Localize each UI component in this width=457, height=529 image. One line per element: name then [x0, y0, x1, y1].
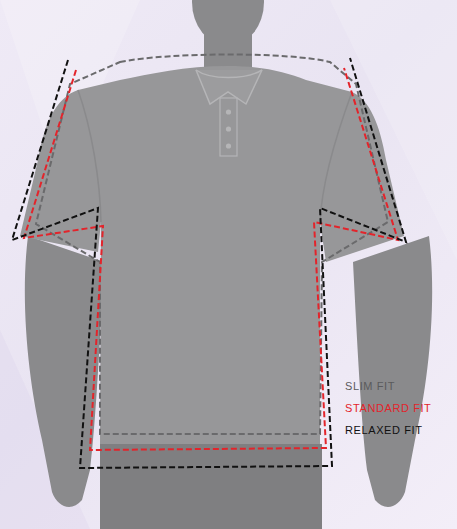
placket	[220, 98, 237, 156]
sleeve-seam	[320, 92, 352, 222]
legend-text: SLIM FIT	[345, 380, 431, 392]
legend-text: RELAXED FIT	[345, 424, 431, 436]
standard-fit-outline	[24, 68, 398, 450]
buttons	[226, 109, 231, 148]
legend-text: STANDARD FIT	[345, 402, 431, 414]
sleeve-seam	[78, 90, 101, 222]
collar-band	[196, 70, 262, 78]
slim-fit-outline	[36, 55, 388, 435]
collar	[196, 70, 262, 104]
trousers	[100, 444, 322, 529]
legend: SLIM FIT STANDARD FIT RELAXED FIT	[345, 380, 431, 446]
